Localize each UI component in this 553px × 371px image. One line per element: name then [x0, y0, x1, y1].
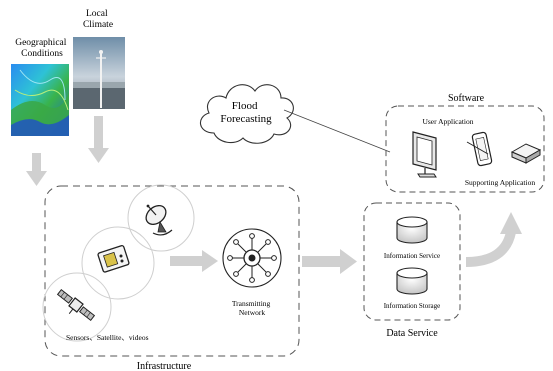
geographical-conditions-label: Geographical Conditions — [15, 38, 69, 59]
arrow-sensors-to-network — [170, 250, 218, 272]
infrastructure-label: Infrastructure — [137, 361, 192, 371]
tablet-icon — [466, 131, 493, 167]
database-icon — [396, 216, 428, 244]
local-climate-label: Local Climate — [83, 9, 113, 30]
software-box — [385, 105, 545, 193]
database-icon — [396, 267, 428, 295]
arrow-data-service-to-software — [465, 212, 522, 267]
arrow-climate-down — [88, 116, 109, 163]
sensor-circles — [42, 184, 195, 342]
software-label: Software — [448, 93, 485, 104]
arrow-infrastructure-to-data-service — [302, 249, 357, 274]
network-hub-icon — [222, 228, 282, 288]
arrow-geo-down — [26, 153, 47, 186]
information-storage-label: Information Storage — [384, 302, 441, 310]
user-application-label: User Application — [422, 117, 473, 126]
data-service-box — [363, 202, 461, 321]
transmitting-network-label: Transmitting Network — [232, 299, 272, 317]
data-service-label: Data Service — [386, 328, 438, 339]
satellite-icon — [56, 289, 96, 321]
router-icon — [510, 143, 542, 164]
sensor-device-icon — [97, 245, 130, 273]
supporting-application-label: Supporting Application — [465, 178, 535, 187]
infrastructure-box — [44, 185, 300, 357]
information-service-label: Information Service — [384, 252, 440, 260]
sensors-label: Sensors、Satellite、videos — [66, 333, 149, 342]
terrain-map-icon — [11, 64, 69, 136]
cloud-icon — [200, 84, 294, 144]
monitor-icon — [412, 131, 437, 178]
weather-station-photo-icon — [73, 37, 125, 109]
cloud-to-software-line — [283, 109, 391, 153]
flood-forecasting-label: Flood Forecasting — [220, 100, 272, 125]
satellite-dish-icon — [145, 204, 173, 236]
